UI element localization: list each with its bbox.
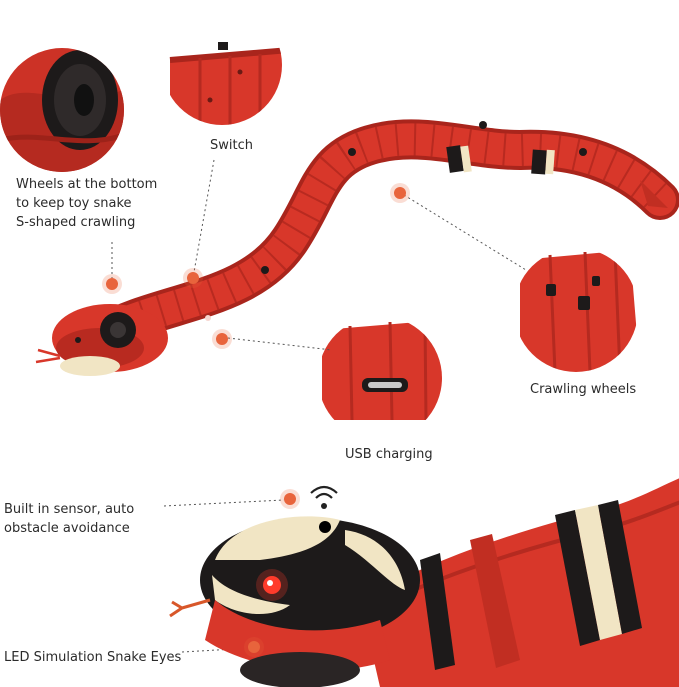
- marker-sensor: [284, 493, 296, 505]
- label-sensor-line1: Built in sensor, auto: [4, 502, 135, 517]
- leader-lines: [111, 159, 527, 653]
- label-wheels-line1: Wheels at the bottom: [16, 177, 158, 192]
- label-usb-charging: USB charging: [345, 447, 433, 462]
- label-crawling-wheels: Crawling wheels: [530, 382, 637, 397]
- upper-snake-body: [90, 119, 679, 350]
- label-switch: Switch: [210, 138, 253, 153]
- marker-wheels: [106, 278, 118, 290]
- detail-switch-image: [162, 5, 282, 125]
- marker-usb: [216, 333, 228, 345]
- sensor-wave-icon: [310, 485, 338, 509]
- label-wheels-line2: to keep toy snake: [16, 196, 132, 211]
- bottom-snake-closeup: [169, 478, 679, 687]
- upper-snake-head: [35, 304, 168, 376]
- label-wheels-line3: S-shaped crawling: [16, 215, 136, 230]
- marker-led-eyes: [248, 641, 260, 653]
- detail-wheels-image: [0, 48, 124, 172]
- marker-switch: [187, 272, 199, 284]
- detail-crawling-wheels-image: [514, 248, 638, 372]
- label-led-eyes: LED Simulation Snake Eyes: [4, 650, 182, 665]
- label-sensor-line2: obstacle avoidance: [4, 521, 130, 536]
- detail-usb-image: [318, 316, 442, 440]
- marker-crawling-wheels: [394, 187, 406, 199]
